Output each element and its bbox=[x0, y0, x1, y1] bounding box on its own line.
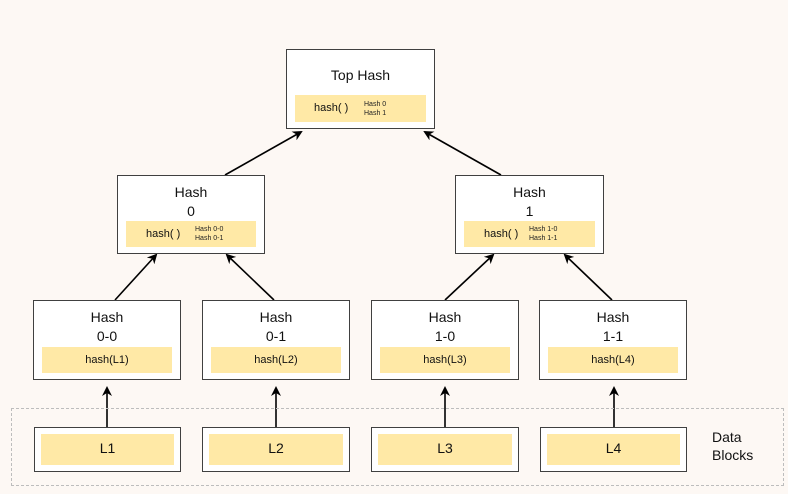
hash-1-0-node: Hash 1-0 hash(L3) bbox=[371, 300, 519, 380]
hash-1-1-title-line1: Hash bbox=[596, 309, 630, 325]
hash-1-1-node: Hash 1-1 hash(L4) bbox=[539, 300, 687, 380]
leaf-l4: L4 bbox=[540, 427, 687, 472]
top-hash-function: hash( ) bbox=[314, 102, 349, 114]
leaf-l2-label: L2 bbox=[209, 434, 343, 465]
top-hash-node: Top Hash hash( ) Hash 0 Hash 1 bbox=[286, 49, 435, 129]
leaf-l1-label: L1 bbox=[41, 434, 174, 465]
arrow-hash-1-0-to-hash-1 bbox=[444, 253, 495, 301]
arrow-hash-1-to-top-hash bbox=[423, 131, 502, 176]
hash-0-arg-1: Hash 0-1 bbox=[195, 235, 224, 242]
hash-0-0-title-line2: 0-0 bbox=[96, 328, 118, 344]
hash-0-node: Hash 0 hash( ) Hash 0-0 Hash 0-1 bbox=[117, 175, 265, 254]
leaf-l4-label: L4 bbox=[547, 434, 680, 465]
leaf-l3-label: L3 bbox=[378, 434, 512, 465]
hash-0-title-line1: Hash bbox=[174, 184, 208, 200]
hash-1-0-title-line1: Hash bbox=[428, 309, 462, 325]
hash-1-1-function: hash(L4) bbox=[548, 347, 678, 373]
arrow-hash-0-to-top-hash bbox=[224, 131, 303, 176]
hash-0-0-function: hash(L1) bbox=[42, 347, 172, 373]
top-hash-function-bar: hash( ) Hash 0 Hash 1 bbox=[295, 95, 426, 122]
hash-1-arg-1: Hash 1-1 bbox=[529, 235, 558, 242]
arrow-hash-0-1-to-hash-0 bbox=[225, 253, 275, 301]
data-blocks-label: Data Blocks bbox=[712, 428, 753, 464]
hash-0-1-title-line1: Hash bbox=[259, 309, 293, 325]
hash-1-node: Hash 1 hash( ) Hash 1-0 Hash 1-1 bbox=[455, 175, 604, 254]
data-blocks-label-line2: Blocks bbox=[712, 447, 754, 463]
hash-0-1-node: Hash 0-1 hash(L2) bbox=[202, 300, 350, 380]
leaf-l2: L2 bbox=[202, 427, 350, 472]
hash-1-title-line2: 1 bbox=[525, 203, 534, 219]
hash-0-0-title-line1: Hash bbox=[90, 309, 124, 325]
data-blocks-label-line1: Data bbox=[712, 429, 742, 445]
hash-1-0-title-line2: 1-0 bbox=[434, 328, 456, 344]
arrow-hash-0-0-to-hash-0 bbox=[114, 253, 158, 301]
top-hash-arg-1: Hash 1 bbox=[364, 110, 387, 117]
hash-1-0-function: hash(L3) bbox=[380, 347, 510, 373]
hash-1-title-line1: Hash bbox=[513, 184, 546, 200]
hash-0-1-title-line2: 0-1 bbox=[265, 328, 287, 344]
hash-1-function: hash( ) bbox=[484, 228, 519, 240]
arrow-hash-1-1-to-hash-1 bbox=[563, 253, 613, 301]
leaf-l3: L3 bbox=[371, 427, 519, 472]
hash-0-title-line2: 0 bbox=[187, 203, 195, 219]
leaf-l1: L1 bbox=[34, 427, 181, 472]
hash-0-1-function: hash(L2) bbox=[211, 347, 341, 373]
hash-1-1-title-line2: 1-1 bbox=[602, 328, 624, 344]
hash-0-arg-0: Hash 0-0 bbox=[195, 226, 224, 233]
hash-0-function: hash( ) bbox=[146, 228, 181, 240]
hash-0-0-node: Hash 0-0 hash(L1) bbox=[33, 300, 181, 380]
hash-1-function-bar: hash( ) Hash 1-0 Hash 1-1 bbox=[464, 221, 595, 247]
top-hash-title: Top Hash bbox=[330, 67, 391, 83]
hash-1-arg-0: Hash 1-0 bbox=[529, 226, 558, 233]
top-hash-arg-0: Hash 0 bbox=[364, 101, 387, 108]
hash-0-function-bar: hash( ) Hash 0-0 Hash 0-1 bbox=[126, 221, 256, 247]
data-blocks-group bbox=[11, 408, 784, 486]
